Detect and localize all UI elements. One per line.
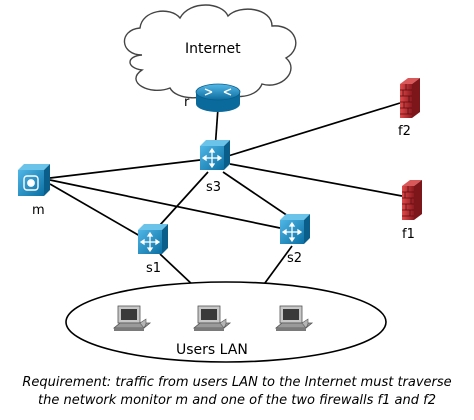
computer-icon [274,305,314,331]
firewall-f2: f2 [398,78,420,139]
link-s1-lan [159,253,196,288]
switch-s3-label: s3 [206,180,221,195]
router-r: r [184,83,241,112]
switch-s2: s2 [280,214,310,266]
monitor-m: m [18,164,50,218]
link-s3-s1 [159,171,209,226]
link-s3-f1 [229,163,403,197]
users-lan-label: Users LAN [176,342,248,358]
link-m-s3 [49,159,201,179]
requirement-caption: Requirement: traffic from users LAN to t… [0,374,474,410]
monitor-label: m [32,203,45,218]
switch-s1-label: s1 [146,261,161,276]
switch-arrows-icon [139,231,161,253]
link-s3-s2 [222,171,289,217]
computer-icon [192,305,232,331]
switch-arrows-icon [281,221,303,243]
caption-line-1: Requirement: traffic from users LAN to t… [22,375,452,390]
brick-pattern [402,186,414,217]
brick-pattern [400,84,412,115]
internet-label: Internet [185,41,241,57]
monitor-eye-icon [23,175,39,191]
links [49,102,403,288]
link-m-s2 [49,179,281,229]
internet-cloud: Internet [123,4,297,99]
firewall-f2-label: f2 [398,124,411,139]
firewall-f1: f1 [402,180,422,242]
router-label: r [184,95,190,110]
router-arrows-icon [204,88,232,96]
switch-s3: s3 [200,140,230,195]
switch-s2-label: s2 [287,251,302,266]
switch-arrows-icon [201,147,223,169]
caption-line-2: the network monitor m and one of the two… [38,393,436,408]
link-s3-f2 [227,102,401,157]
link-m-s1 [49,183,141,237]
computer-icon [112,305,152,331]
firewall-f1-label: f1 [402,227,415,242]
switch-s1: s1 [138,224,168,276]
users-lan: Users LAN [65,281,387,363]
link-s2-lan [261,245,293,288]
